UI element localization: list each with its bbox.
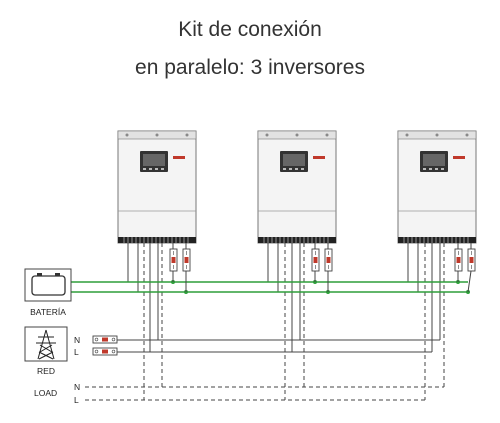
inverter-1-breakers — [169, 248, 191, 272]
load-label: LOAD — [34, 388, 57, 398]
inverter-2-breakers — [311, 248, 333, 272]
inverter-2 — [257, 130, 337, 244]
inverter-1 — [117, 130, 197, 244]
inverter-wires — [127, 243, 472, 352]
load-wires — [85, 243, 445, 401]
battery-box — [24, 268, 72, 302]
diagram-title-line1: Kit de conexión — [178, 18, 322, 41]
grid-box — [24, 326, 68, 362]
grid-wires — [117, 339, 440, 353]
battery-label: BATERÍA — [30, 307, 66, 317]
power-tower-icon — [36, 329, 56, 360]
inverter-3 — [397, 130, 477, 244]
grid-live-label: L — [74, 347, 79, 357]
diagram-title-line2: en paralelo: 3 inversores — [135, 56, 365, 79]
grid-neutral-label: N — [74, 335, 80, 345]
battery-icon — [31, 273, 66, 296]
load-neutral-label: N — [74, 382, 80, 392]
grid-label: RED — [37, 366, 55, 376]
inverter-3-breakers — [454, 248, 476, 272]
load-live-label: L — [74, 395, 79, 405]
battery-bus — [70, 281, 468, 293]
grid-breakers — [92, 335, 118, 356]
